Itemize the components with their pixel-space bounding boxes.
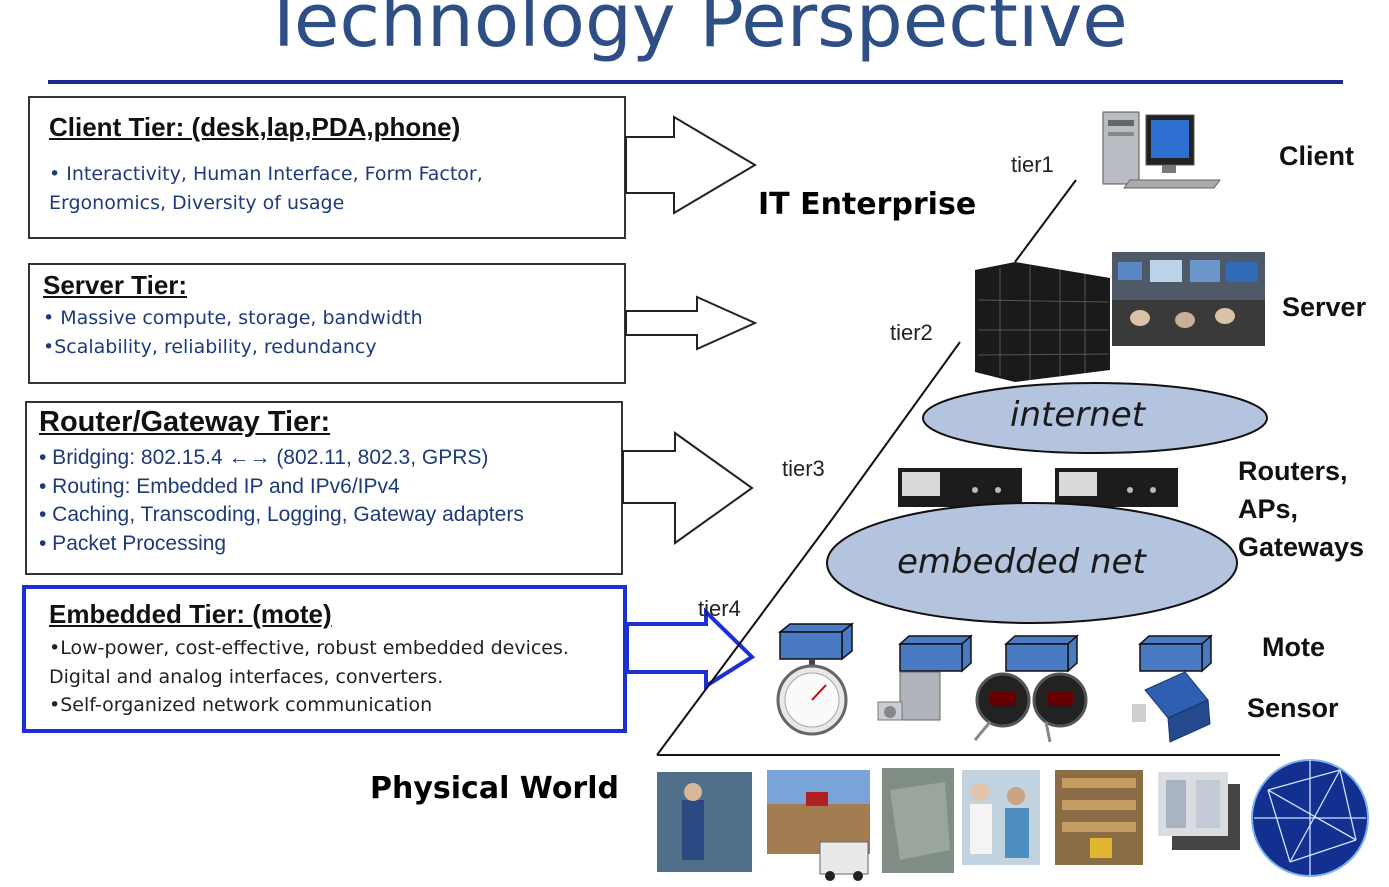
router-tier-line: • Routing: Embedded IP and IPv6/IPv4 (39, 475, 400, 498)
valve-sensor-icon (877, 671, 941, 721)
delivery-truck-photo (819, 841, 869, 881)
router-tier-heading: Router/Gateway Tier: (39, 406, 331, 438)
pressure-gauge-icon (776, 659, 848, 736)
embedded-net-label: embedded net (897, 542, 1146, 582)
embedded-tier-arrow (625, 607, 756, 690)
tier1-label: tier1 (1011, 152, 1054, 177)
sensor-label: Sensor (1247, 693, 1339, 723)
humidity-sensor-icon (1132, 671, 1211, 743)
gateways-label: Gateways (1238, 532, 1365, 562)
mote-box-2 (898, 634, 973, 673)
router-tier-line: • Bridging: 802.15.4 ←→ (802.11, 802.3, … (39, 446, 489, 469)
server-tier-line: • Massive compute, storage, bandwidth (43, 307, 423, 329)
factory-worker-photo (657, 772, 752, 872)
internet-cloud (922, 382, 1268, 454)
server-tier-line: •Scalability, reliability, redundancy (43, 336, 377, 358)
thermometer-display-2-icon (1032, 672, 1088, 743)
mote-box-1 (777, 622, 855, 661)
router-tier-arrow (622, 431, 754, 545)
mote-label: Mote (1262, 632, 1325, 662)
client-tier-heading: Client Tier: (desk,lap,PDA,phone) (49, 112, 461, 142)
embedded-tier-line: •Self-organized network communication (49, 694, 433, 716)
tier2-label: tier2 (890, 320, 933, 345)
router-tier-box: Router/Gateway Tier: • Bridging: 802.15.… (25, 401, 623, 575)
client-tier-box: Client Tier: (desk,lap,PDA,phone) • Inte… (28, 96, 626, 239)
farm-tractor-photo (767, 770, 870, 854)
client-tier-arrow (625, 115, 757, 215)
client-tier-line: • Interactivity, Human Interface, Form F… (49, 163, 483, 185)
title-divider (48, 80, 1343, 84)
tier-slope-line (656, 517, 834, 756)
embedded-tier-line: •Low-power, cost-effective, robust embed… (49, 637, 569, 659)
server-label: Server (1282, 292, 1367, 322)
control-room-photo (1112, 252, 1265, 346)
healthcare-photo (962, 770, 1040, 865)
mote-box-4 (1138, 634, 1213, 673)
physical-world-label: Physical World (370, 771, 619, 806)
tier1-line (1014, 179, 1077, 263)
tier4-label: tier4 (698, 596, 741, 621)
embedded-tier-box: Embedded Tier: (mote) •Low-power, cost-e… (22, 585, 627, 733)
thermometer-display-1-icon (973, 672, 1031, 741)
server-rack-icon (975, 262, 1110, 382)
client-computer-icon (1102, 111, 1221, 189)
router-device-1 (898, 468, 1022, 507)
tier3-label: tier3 (782, 456, 825, 481)
server-tier-arrow (625, 295, 758, 351)
embedded-tier-heading: Embedded Tier: (mote) (49, 599, 332, 629)
client-label: Client (1279, 141, 1355, 171)
client-tier-line: Ergonomics, Diversity of usage (49, 192, 345, 214)
embedded-net-cloud (826, 502, 1238, 624)
page-title: Technology Perspective (261, 0, 1128, 64)
router-tier-line: • Packet Processing (39, 532, 227, 555)
embedded-tier-line: Digital and analog interfaces, converter… (49, 666, 444, 688)
machinery-photo (882, 768, 954, 873)
it-enterprise-label: IT Enterprise (758, 187, 977, 222)
mote-box-3 (1004, 634, 1079, 673)
aps-label: APs, (1238, 494, 1299, 524)
internet-label: internet (1010, 395, 1146, 435)
server-tier-box: Server Tier: • Massive compute, storage,… (28, 263, 626, 384)
network-globe-icon (1251, 759, 1369, 877)
router-tier-line: • Caching, Transcoding, Logging, Gateway… (39, 503, 524, 526)
server-tier-heading: Server Tier: (43, 270, 188, 300)
router-device-2 (1055, 468, 1178, 507)
tier2-line (832, 341, 961, 519)
building-interior-photo (1158, 772, 1240, 850)
routers-label: Routers, (1238, 456, 1348, 486)
warehouse-photo (1055, 770, 1143, 865)
